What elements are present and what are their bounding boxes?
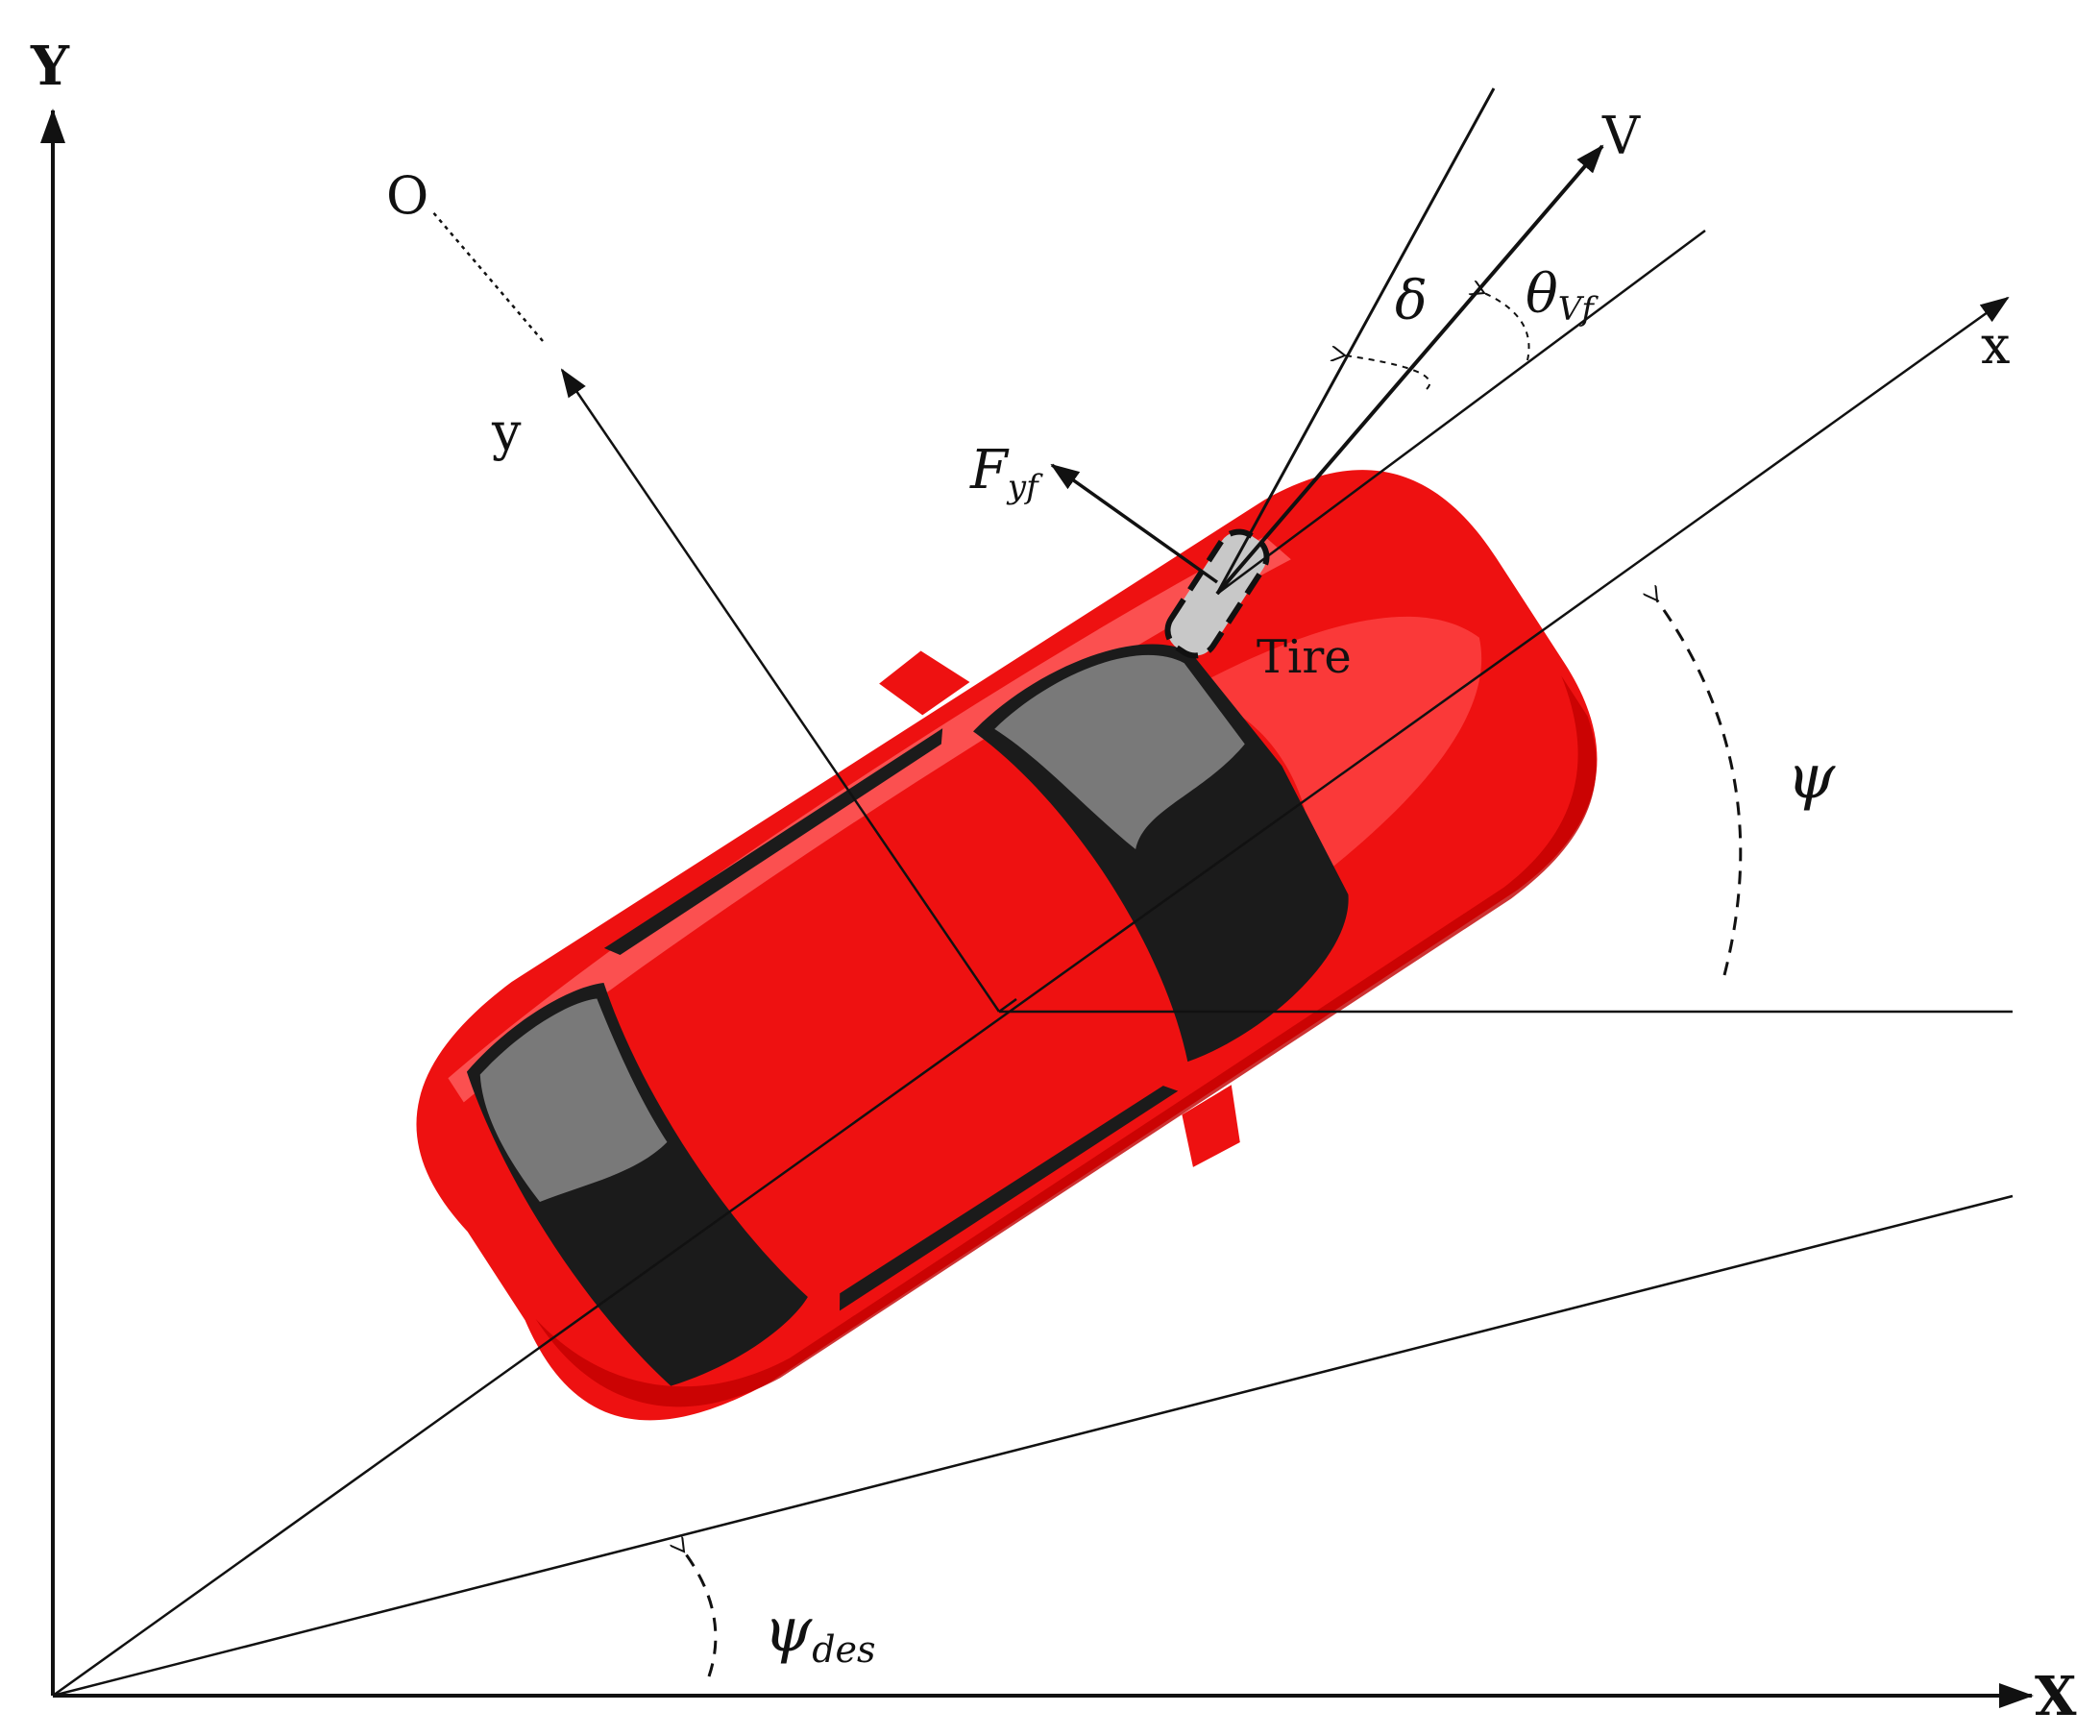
car-icon: [416, 470, 1598, 1421]
body-y-axis-line: [560, 368, 1001, 1013]
global-x-axis-label: X: [2035, 1665, 2077, 1728]
velocity-label: V: [1601, 106, 1641, 166]
windshield-reflection: [994, 655, 1245, 850]
lateral-force-vector: [1050, 463, 1219, 584]
yaw-angle-label: ψ: [1787, 742, 1836, 813]
velocity-vector: [1215, 144, 1604, 596]
tire-label: Tire: [1257, 630, 1352, 684]
global-y-axis-label: Y: [30, 35, 70, 98]
lateral-force-label: Fyf: [969, 439, 1043, 506]
left-mirror: [879, 650, 970, 716]
body-heading-reference-line: [1216, 229, 1706, 596]
body-x-axis-label: x: [1981, 315, 2010, 376]
car-hood-highlight: [1183, 616, 1482, 887]
steer-angle-label: δ: [1395, 270, 1428, 332]
body-y-axis-label: y: [491, 402, 522, 462]
yaw-angle-arc: [1657, 600, 1743, 976]
desired-yaw-arc: [684, 1552, 718, 1677]
turn-center-dotted-line: [431, 210, 544, 342]
theta-angle-arc: [1484, 293, 1530, 361]
origin-o-label: O: [386, 165, 428, 226]
right-side-window: [840, 1086, 1179, 1311]
car-body: [416, 470, 1598, 1421]
cg-marker: [998, 997, 1017, 1014]
desired-yaw-label: ψdes: [764, 1595, 876, 1671]
right-mirror: [1182, 1085, 1240, 1167]
left-side-window: [603, 728, 943, 956]
theta-label: θVf: [1526, 263, 1599, 329]
desired-heading-line: [52, 1194, 2014, 1698]
wheel-heading-line: [1215, 87, 1496, 595]
body-x-axis-line: [52, 296, 2010, 1698]
rear-window-reflection: [479, 998, 668, 1203]
steer-angle-arc: [1345, 355, 1431, 390]
